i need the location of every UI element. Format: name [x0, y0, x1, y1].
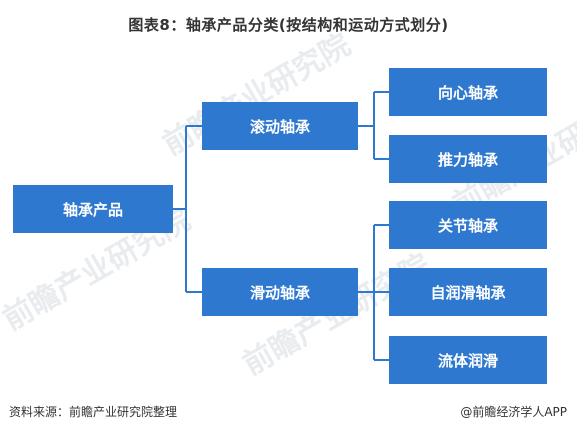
node-radial-bearing: 向心轴承	[389, 68, 547, 116]
credit-note: @前瞻经济学人APP	[460, 405, 567, 419]
page-title: 图表8：轴承产品分类(按结构和运动方式划分)	[128, 16, 449, 34]
source-note: 资料来源：前瞻产业研究院整理	[9, 405, 178, 419]
node-joint-bearing: 关节轴承	[389, 201, 547, 249]
node-root: 轴承产品	[13, 185, 173, 233]
node-rolling-bearing: 滚动轴承	[202, 102, 358, 150]
node-thrust-bearing: 推力轴承	[389, 135, 547, 183]
node-self-lubricating-bearing: 自润滑轴承	[389, 268, 547, 316]
node-sliding-bearing: 滑动轴承	[202, 268, 358, 316]
node-fluid-lubrication: 流体润滑	[389, 336, 547, 384]
